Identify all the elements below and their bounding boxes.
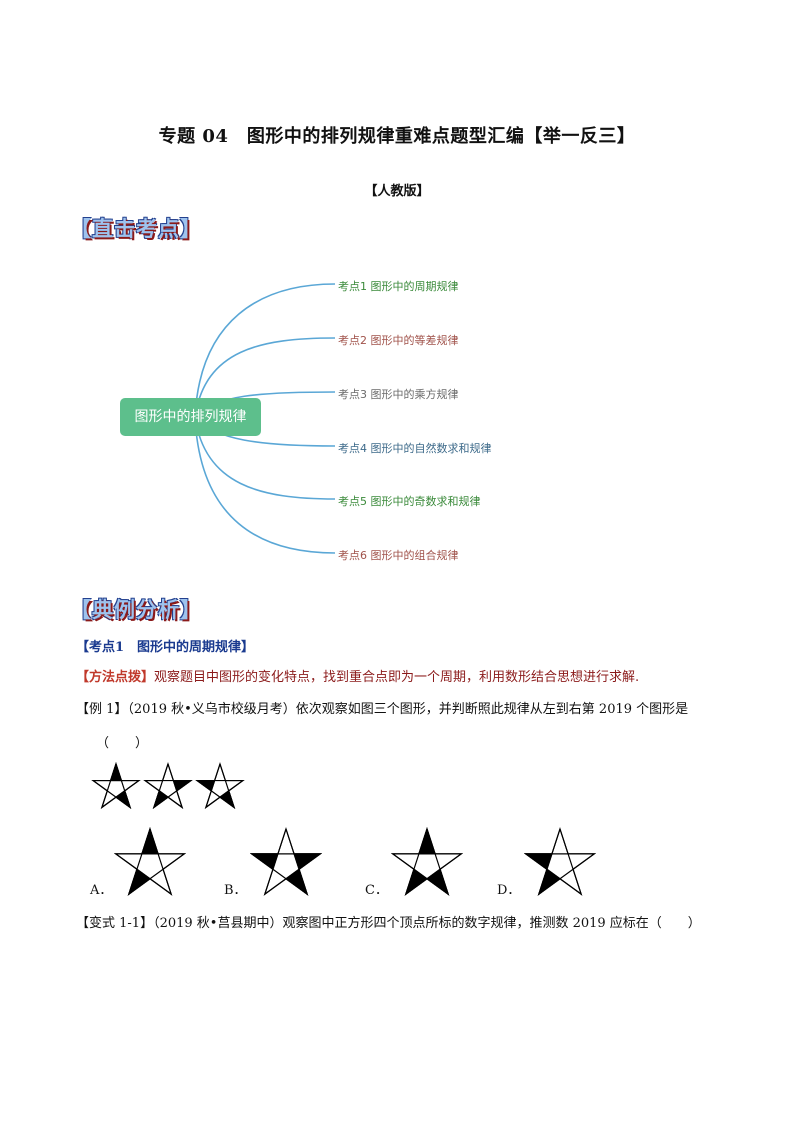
option-b-star-lines: [249, 828, 323, 896]
example-star-2-lines: [143, 763, 193, 809]
section-heading-key-points: 【直击考点】: [70, 217, 202, 241]
example-1-question: 【例 1】（2019 秋•义乌市校级月考）依次观察如图三个图形，并判断照此规律从…: [76, 702, 689, 717]
method-label: 【方法点拨】: [76, 670, 155, 685]
option-b-label: B．: [224, 883, 247, 898]
mindmap-branch-3: 考点3 图形中的乘方规律: [338, 388, 459, 401]
mindmap-root: 图形中的排列规律: [120, 398, 261, 436]
page-title: 专题 04 图形中的排列规律重难点题型汇编【举一反三】: [158, 126, 636, 147]
edition-label: 【人教版】: [364, 184, 430, 199]
option-a-star-tip-0: [141, 827, 159, 855]
mindmap-branch-5: 考点5 图形中的奇数求和规律: [338, 495, 481, 508]
example-star-1-tip-0: [109, 762, 123, 782]
method-tip: 【方法点拨】观察题目中图形的变化特点，找到重合点即为一个周期，利用数形结合思想进…: [76, 666, 639, 685]
option-d-label: D．: [497, 883, 521, 898]
option-c-label: C．: [365, 883, 388, 898]
example-star-1-lines: [91, 763, 141, 809]
example-1-paren: （ ）: [96, 736, 149, 751]
example-star-3-lines: [195, 763, 245, 809]
method-text: 观察题目中图形的变化特点，找到重合点即为一个周期，利用数形结合思想进行求解.: [154, 670, 640, 685]
mindmap-branch-1: 考点1 图形中的周期规律: [338, 280, 459, 293]
option-d-star-lines: [523, 828, 597, 896]
option-a-label: A．: [90, 883, 113, 898]
option-c-star-lines: [390, 828, 464, 896]
mindmap-branch-4: 考点4 图形中的自然数求和规律: [338, 442, 492, 455]
kaodian-1-heading: 【考点1 图形中的周期规律】: [76, 640, 255, 655]
mindmap-branch-2: 考点2 图形中的等差规律: [338, 334, 459, 347]
option-a-star-lines: [113, 828, 187, 896]
section-heading-examples: 【典例分析】: [70, 598, 202, 622]
option-c-star-tip-0: [418, 827, 436, 855]
mindmap-branch-6: 考点6 图形中的组合规律: [338, 549, 459, 562]
variant-1-1-question: 【变式 1-1】（2019 秋•莒县期中）观察图中正方形四个顶点所标的数字规律，…: [76, 916, 701, 931]
